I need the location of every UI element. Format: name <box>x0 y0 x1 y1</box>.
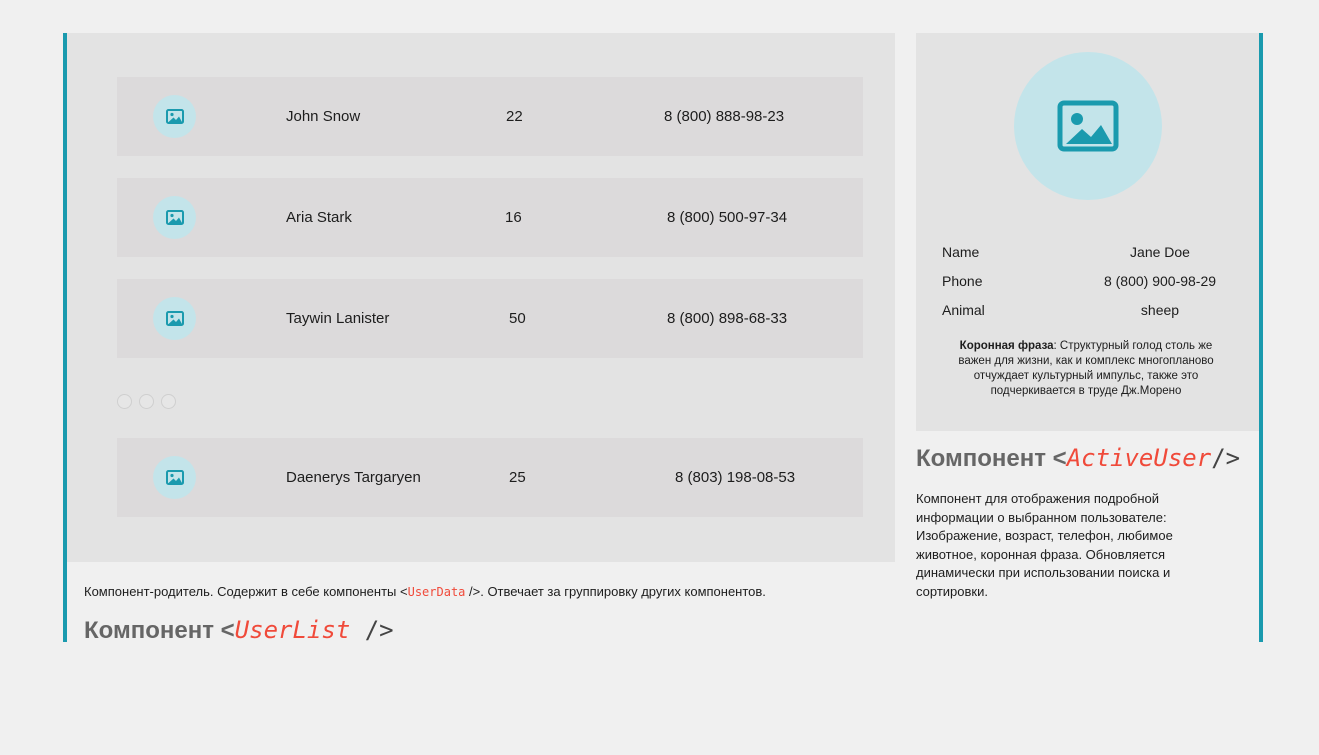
component-code: UserData <box>407 585 466 599</box>
user-row[interactable]: Daenerys Targaryen 25 8 (803) 198-08-53 <box>117 438 863 517</box>
info-label: Name <box>942 244 980 260</box>
active-user-panel: Name Jane Doe Phone 8 (800) 900-98-29 An… <box>916 33 1259 431</box>
right-accent-bar <box>1259 33 1263 642</box>
info-value: 8 (800) 900-98-29 <box>1103 273 1217 289</box>
info-label: Animal <box>942 302 985 318</box>
user-name: Daenerys Targaryen <box>286 469 421 486</box>
user-age: 16 <box>505 209 522 226</box>
quote-label: Коронная фраза <box>959 340 1054 352</box>
user-age: 50 <box>509 310 526 327</box>
component-name: ActiveUser <box>1066 444 1212 472</box>
image-icon <box>165 109 184 124</box>
desc-text: Компонент-родитель. Содержит в себе комп… <box>84 584 408 599</box>
title-prefix: Компонент < <box>84 617 235 644</box>
info-value: Jane Doe <box>1130 244 1190 260</box>
userlist-panel: John Snow 22 8 (800) 888-98-23 Aria Star… <box>67 33 895 562</box>
desc-text: />. Отвечает за группировку других компо… <box>465 584 766 599</box>
dot <box>161 394 176 409</box>
user-name: Aria Stark <box>286 209 352 226</box>
title-prefix: Компонент < <box>916 445 1067 472</box>
user-age: 25 <box>509 469 526 486</box>
dot <box>139 394 154 409</box>
title-suffix: /> <box>350 616 394 644</box>
quote-text: : Структурный голод столь же важен для ж… <box>958 340 1214 397</box>
image-icon <box>1057 100 1119 152</box>
active-user-avatar <box>1014 52 1162 200</box>
user-row[interactable]: Taywin Lanister 50 8 (800) 898-68-33 <box>117 279 863 358</box>
dot <box>117 394 132 409</box>
signature-phrase: Коронная фраза: Структурный голод столь … <box>946 339 1226 399</box>
image-icon <box>165 311 184 326</box>
user-phone: 8 (800) 888-98-23 <box>664 108 785 125</box>
user-avatar <box>153 297 196 340</box>
title-suffix: /> <box>1211 444 1241 472</box>
user-phone: 8 (800) 500-97-34 <box>667 209 788 226</box>
user-avatar <box>153 95 196 138</box>
user-avatar <box>153 456 196 499</box>
info-label: Phone <box>942 273 983 289</box>
active-user-title: Компонент <ActiveUser/> <box>916 444 1240 473</box>
pagination-dots <box>117 394 176 409</box>
user-row[interactable]: Aria Stark 16 8 (800) 500-97-34 <box>117 178 863 257</box>
info-value: sheep <box>1140 302 1180 318</box>
image-icon <box>165 210 184 225</box>
image-icon <box>165 470 184 485</box>
user-age: 22 <box>506 108 523 125</box>
component-name: UserList <box>234 616 351 644</box>
user-name: John Snow <box>286 108 361 125</box>
userlist-title: Компонент <UserList /> <box>84 616 394 645</box>
left-accent-bar <box>63 33 67 642</box>
user-avatar <box>153 196 196 239</box>
user-phone: 8 (800) 898-68-33 <box>667 310 788 327</box>
user-row[interactable]: John Snow 22 8 (800) 888-98-23 <box>117 77 863 156</box>
userlist-description: Компонент-родитель. Содержит в себе комп… <box>84 584 766 599</box>
user-phone: 8 (803) 198-08-53 <box>675 469 796 486</box>
active-user-description: Компонент для отображения подробной инфо… <box>916 491 1173 599</box>
user-name: Taywin Lanister <box>286 310 390 327</box>
